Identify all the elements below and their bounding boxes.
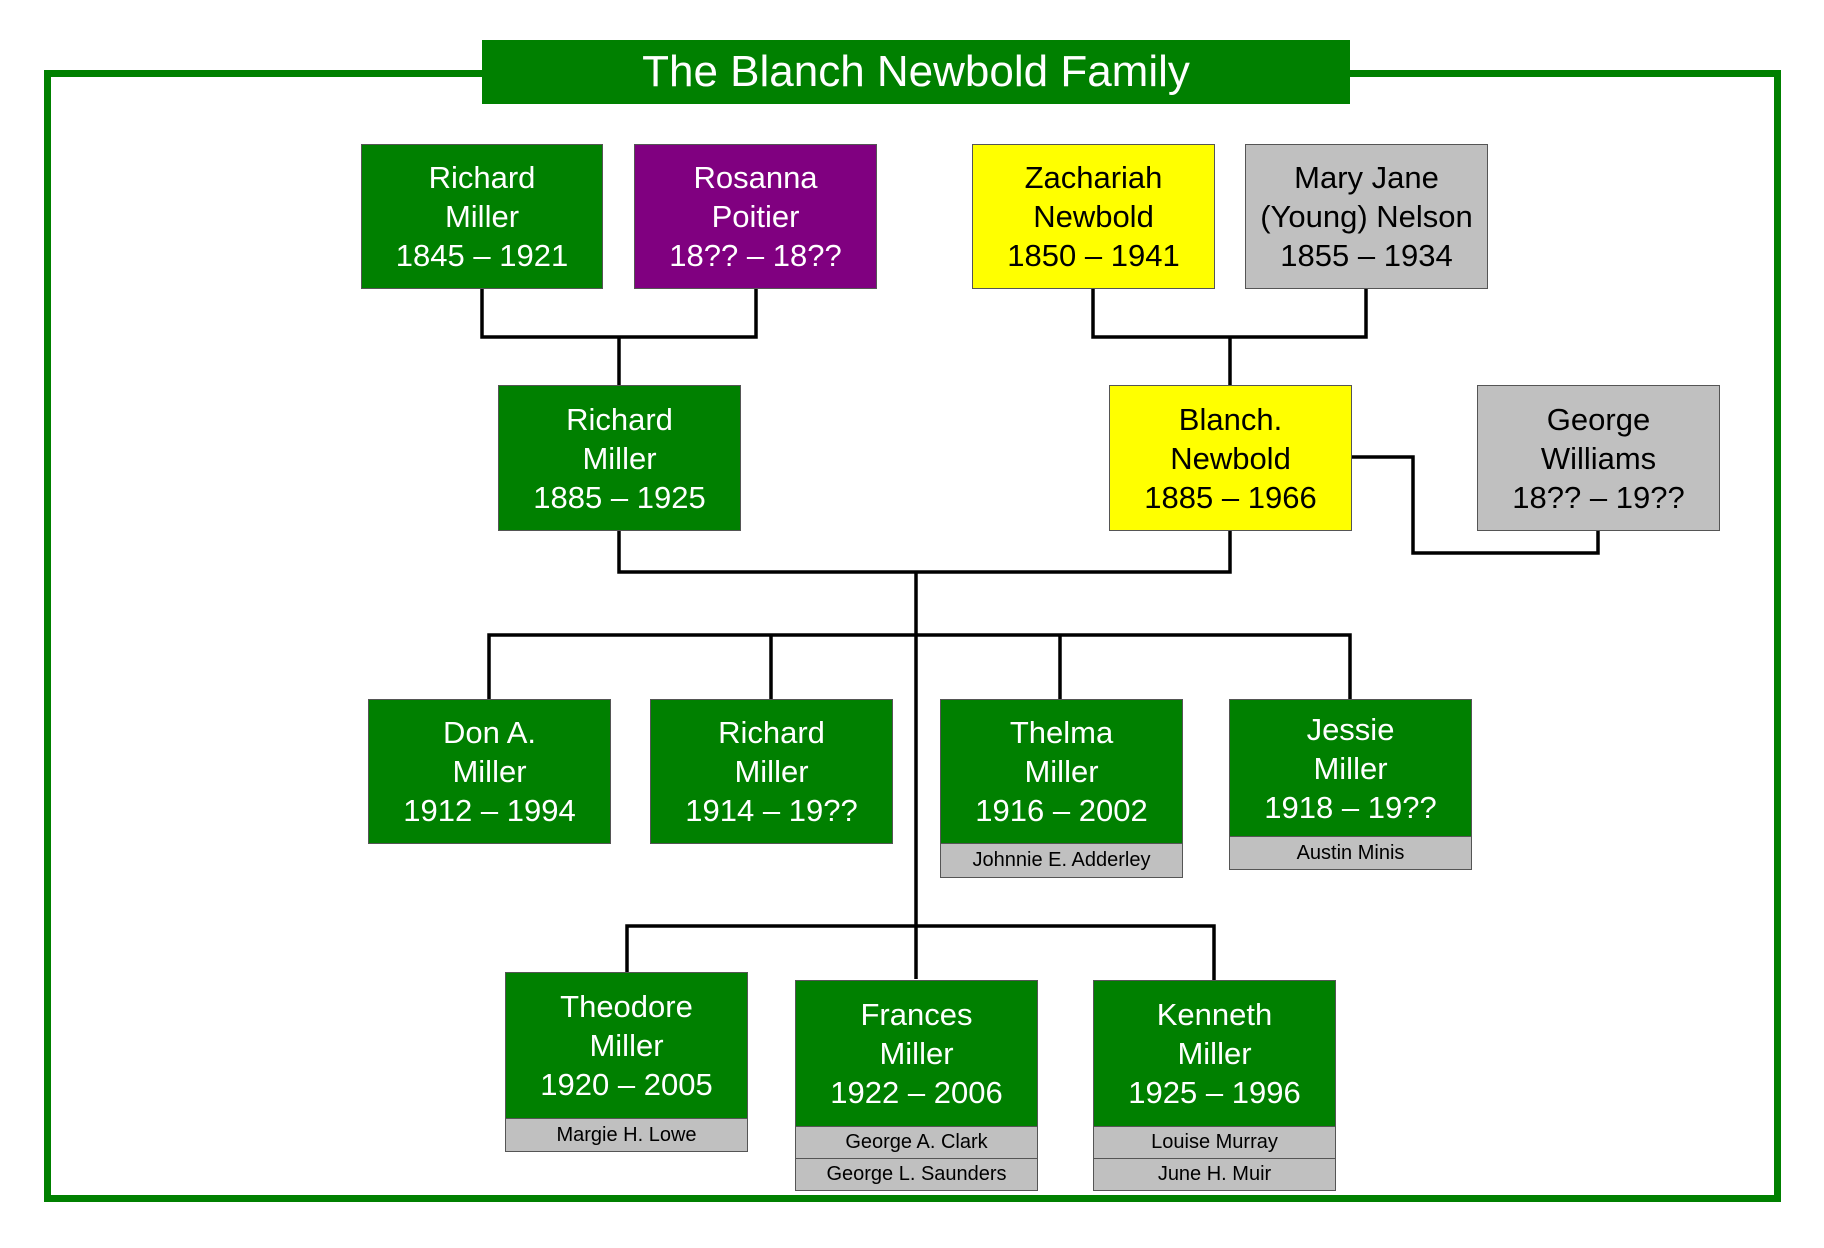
spouse-label: George A. Clark [795,1126,1038,1159]
person-zachariah-newbold: Zachariah Newbold 1850 – 1941 [972,144,1215,289]
life-dates: 1855 – 1934 [1280,238,1453,273]
first-name: George [1546,401,1651,437]
person-mary-jane-nelson: Mary Jane (Young) Nelson 1855 – 1934 [1245,144,1488,289]
life-dates: 1918 – 19?? [1264,789,1437,825]
first-name: Frances [860,997,973,1032]
person-theodore-miller: Theodore Miller 1920 – 2005 [505,972,748,1119]
life-dates: 18?? – 19?? [1512,479,1685,515]
last-name: Miller [734,754,809,789]
life-dates: 1885 – 1925 [533,479,706,515]
spouse-label: Johnnie E. Adderley [940,843,1183,878]
first-name: Richard [428,160,536,195]
first-name: Rosanna [693,160,818,195]
life-dates: 1845 – 1921 [395,238,569,273]
first-name: Thelma [1009,715,1114,750]
person-don-miller: Don A. Miller 1912 – 1994 [368,699,611,844]
connector-newbold-parents [1091,288,1368,339]
person-george-williams: George Williams 18?? – 19?? [1477,385,1720,531]
life-dates: 1925 – 1996 [1128,1075,1301,1110]
person-richard-miller-1885: Richard Miller 1885 – 1925 [498,385,741,531]
last-name: (Young) Nelson [1260,199,1473,234]
life-dates: 1916 – 2002 [975,793,1148,828]
life-dates: 1914 – 19?? [685,793,858,828]
first-name: Richard [566,401,673,437]
first-name: Kenneth [1156,997,1273,1032]
first-name: Jessie [1306,711,1395,747]
spouse-label: Margie H. Lowe [505,1118,748,1152]
person-richard-miller-1845: Richard Miller 1845 – 1921 [361,144,603,289]
life-dates: 18?? – 18?? [669,238,842,273]
life-dates: 1850 – 1941 [1007,238,1180,273]
spouse-label: June H. Muir [1093,1158,1336,1191]
connector-marriage [617,530,1232,574]
spouse-label: George L. Saunders [795,1158,1038,1191]
first-name: Don A. [442,715,537,750]
last-name: Newbold [1170,440,1291,476]
spouse-label: Louise Murray [1093,1126,1336,1159]
first-name: Blanch. [1178,401,1283,437]
last-name: Newbold [1033,199,1154,234]
person-blanch-newbold: Blanch. Newbold 1885 – 1966 [1109,385,1352,531]
first-name: Mary Jane [1294,160,1439,195]
last-name: Miller [444,199,520,234]
diagram-title: The Blanch Newbold Family [482,40,1350,104]
life-dates: 1912 – 1994 [403,793,576,828]
life-dates: 1922 – 2006 [830,1075,1003,1110]
life-dates: 1885 – 1966 [1144,479,1317,515]
connector-row2 [625,924,1216,981]
last-name: Miller [1024,754,1099,789]
connector-blanch-george [1350,455,1600,555]
person-kenneth-miller: Kenneth Miller 1925 – 1996 [1093,980,1336,1127]
last-name: Poitier [711,199,800,234]
last-name: Miller [879,1036,954,1071]
person-jessie-miller: Jessie Miller 1918 – 19?? [1229,699,1472,837]
last-name: Miller [589,1028,664,1063]
first-name: Richard [718,715,825,750]
last-name: Miller [1177,1036,1252,1071]
person-rosanna-poitier: Rosanna Poitier 18?? – 18?? [634,144,877,289]
last-name: Miller [452,754,527,789]
first-name: Zachariah [1024,160,1163,195]
connector-row1 [487,633,1352,700]
last-name: Williams [1540,440,1657,476]
last-name: Miller [582,440,657,476]
spouse-label: Austin Minis [1229,836,1472,870]
life-dates: 1920 – 2005 [540,1067,713,1102]
first-name: Theodore [560,989,693,1024]
person-thelma-miller: Thelma Miller 1916 – 2002 [940,699,1183,844]
person-richard-miller-1914: Richard Miller 1914 – 19?? [650,699,893,844]
connector-miller-parents [480,288,758,339]
last-name: Miller [1313,750,1388,786]
person-frances-miller: Frances Miller 1922 – 2006 [795,980,1038,1127]
